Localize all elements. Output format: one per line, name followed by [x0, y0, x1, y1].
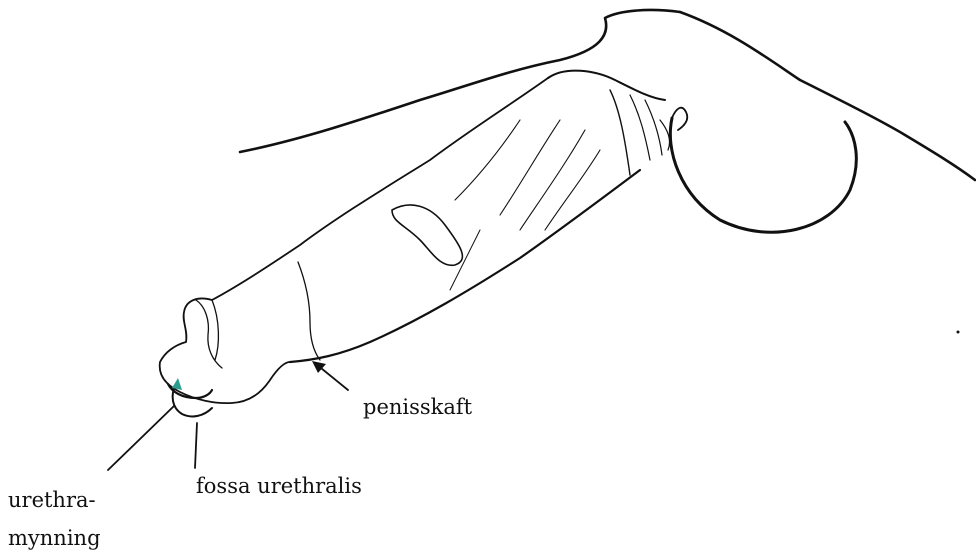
leader-fossa [195, 423, 197, 468]
shaft-ring-mid [392, 205, 462, 265]
shaft-bottom-edge [290, 170, 640, 362]
shaft-vein-3 [520, 130, 585, 230]
label-fossa-urethralis: fossa urethralis [196, 476, 362, 497]
scrotum-attachment [672, 108, 687, 130]
base-fold-1 [610, 90, 630, 175]
base-fold-4 [660, 120, 670, 150]
label-urethra-orifice-line2: mynning [8, 528, 101, 549]
label-urethra-orifice-line1: urethra- [8, 490, 96, 511]
foreskin-band-2 [212, 300, 218, 360]
label-shaft: penisskaft [363, 397, 472, 418]
shaft-top-edge [212, 78, 548, 300]
scrotum-outline [670, 118, 856, 232]
shaft-vein-1 [455, 120, 520, 200]
body-outline [240, 10, 680, 152]
shaft-upper-outline [548, 71, 665, 100]
foreskin-band-1 [298, 262, 320, 360]
leader-orifice [108, 406, 174, 470]
speck [957, 331, 960, 334]
thigh-outline [680, 12, 975, 180]
shaft-vein-2 [500, 120, 560, 215]
fossa-arrowhead [172, 378, 182, 390]
shaft-vein-4 [545, 150, 600, 230]
